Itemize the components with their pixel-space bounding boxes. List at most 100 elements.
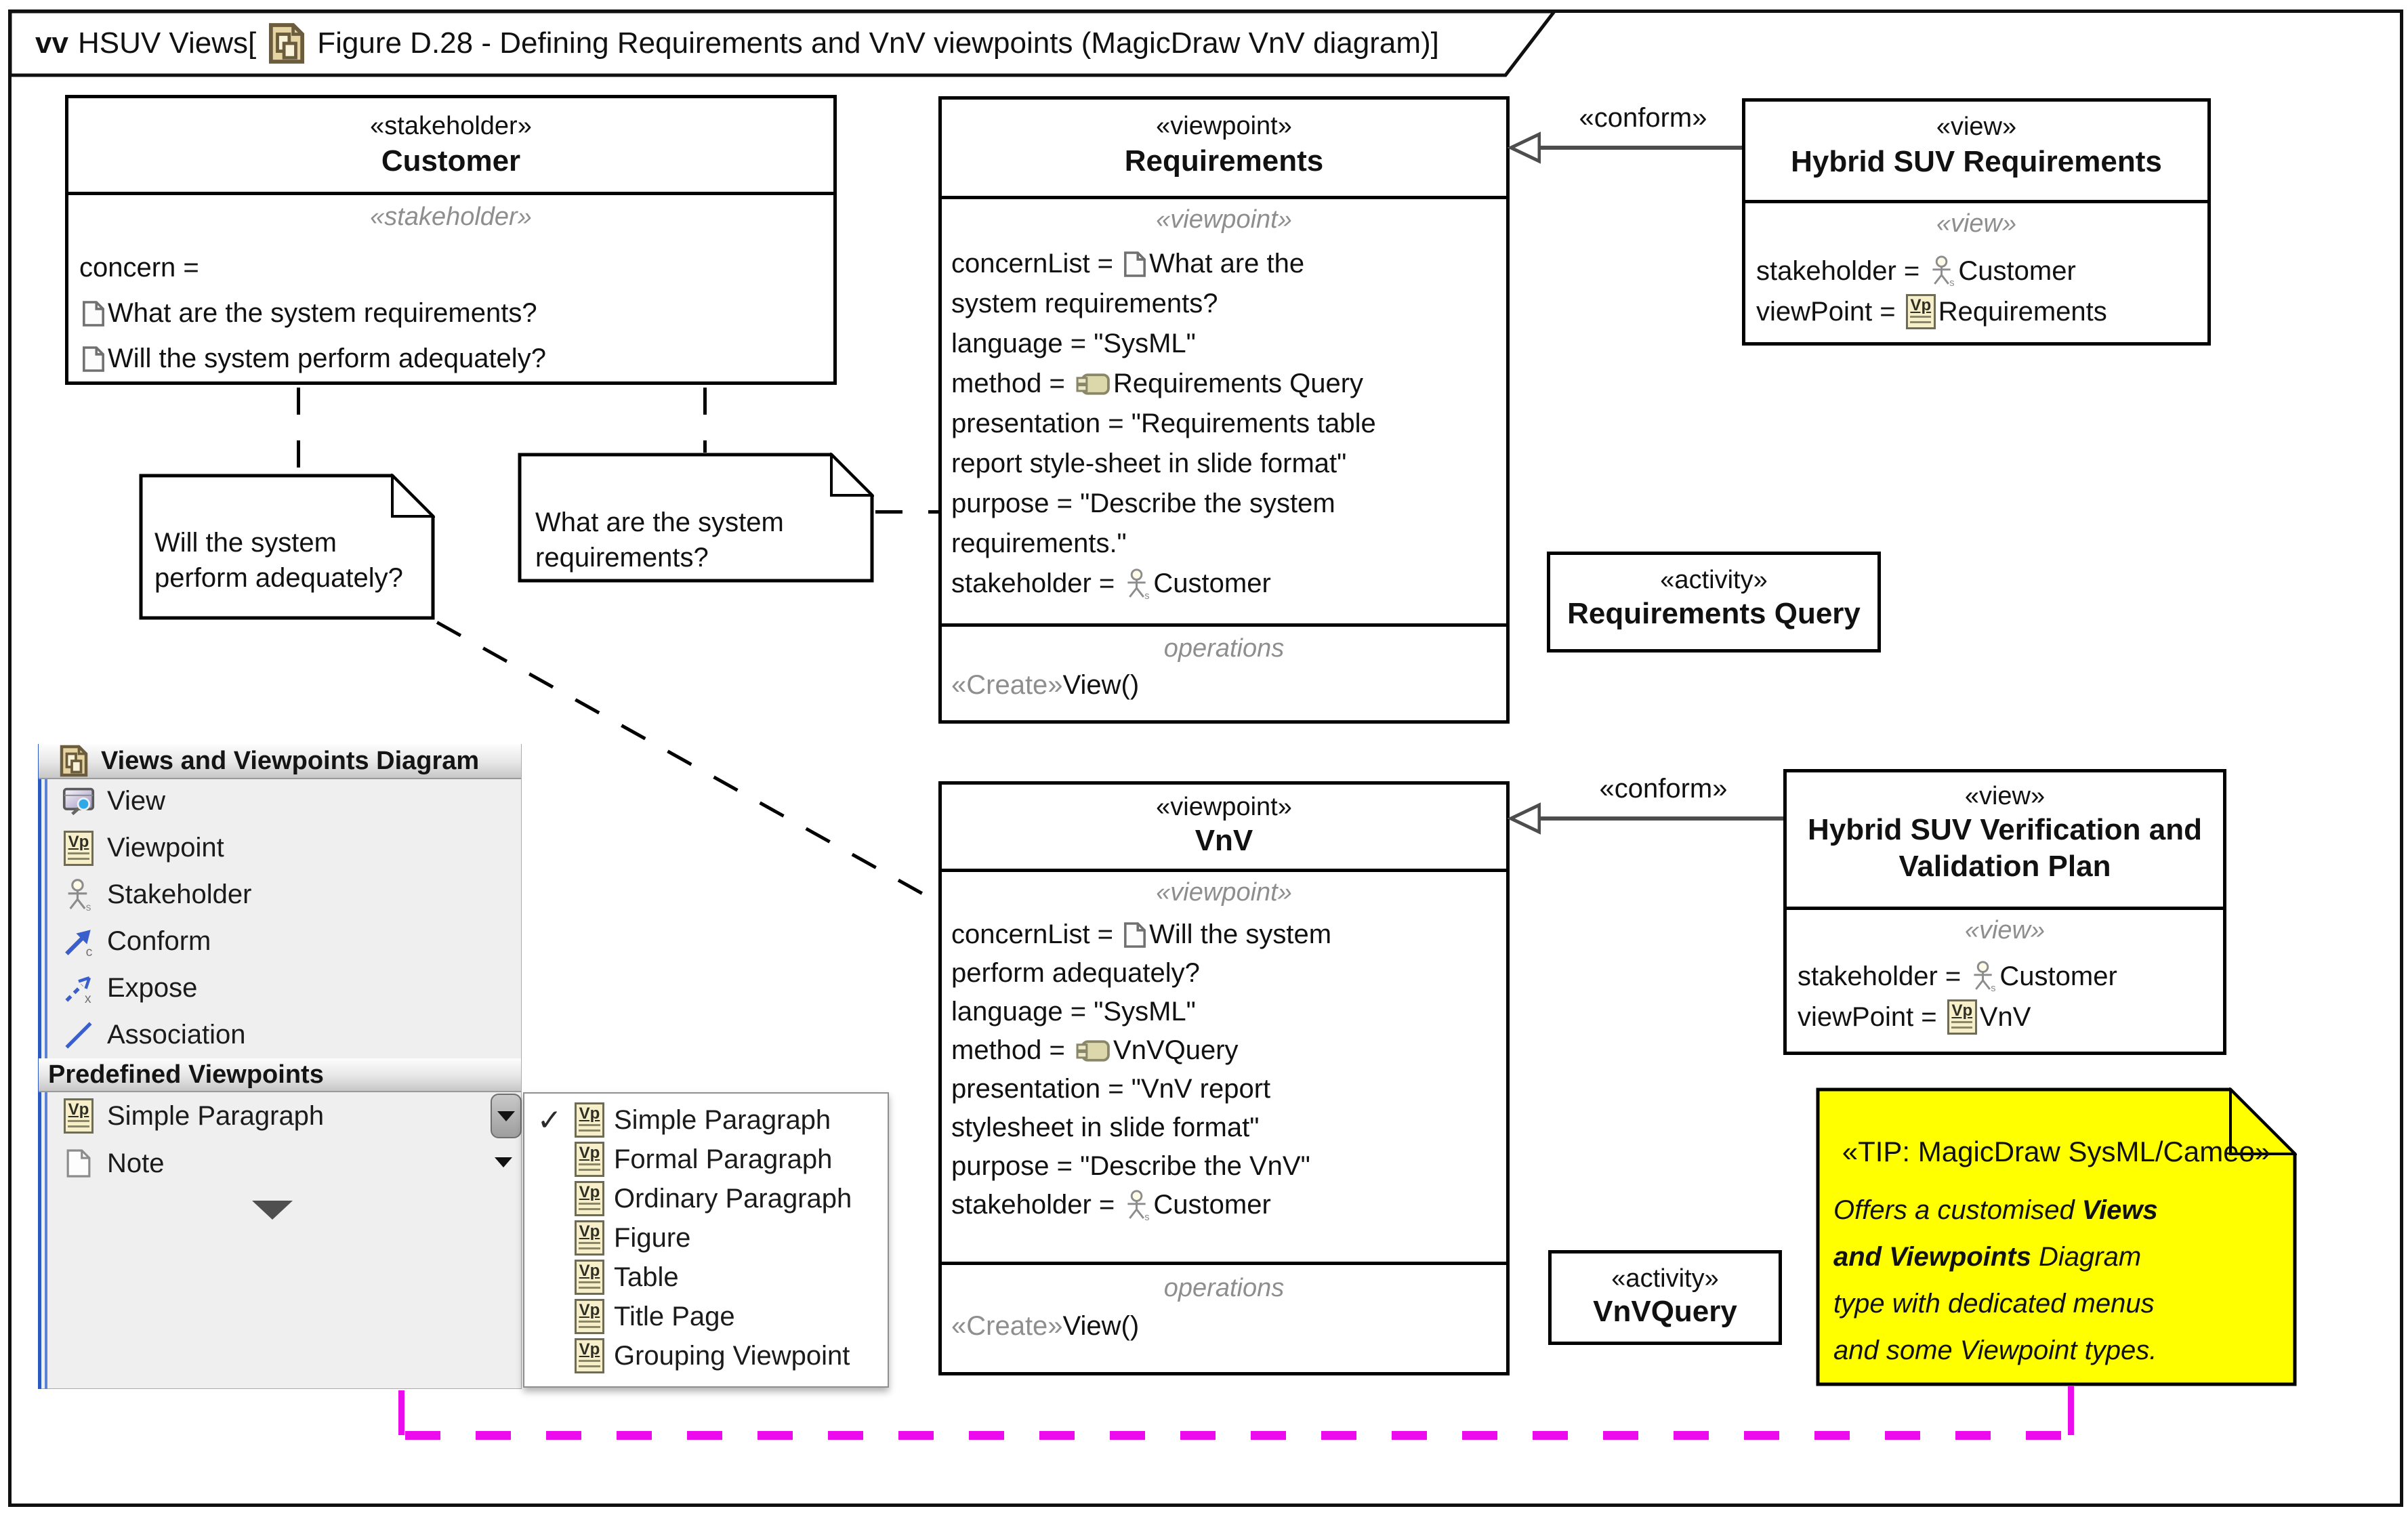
diagram-title: vv HSUV Views[ Figure D.28 - Defining Re… [35, 22, 1439, 64]
expose-icon: x [61, 973, 96, 1004]
palette-item-stakeholder[interactable]: s Stakeholder [42, 871, 516, 918]
palette-scroll-more-icon[interactable] [252, 1201, 293, 1220]
customer-body: «stakeholder» concern =What are the syst… [68, 195, 833, 381]
diagram-kind-label: vv [35, 26, 68, 60]
conform-label-1: «conform» [1579, 103, 1707, 133]
svg-text:s: s [86, 902, 91, 912]
vnv-name: VnV [1195, 824, 1253, 857]
diagram-icon [59, 745, 89, 777]
viewpoint-type-dropdown-menu: ✓ Vp Simple Paragraph Vp Formal Paragrap… [523, 1092, 889, 1388]
magenta-anchor-dashed[interactable] [405, 1431, 2079, 1440]
hybrid-suv-requirements-box[interactable]: «view» Hybrid SUV Requirements «view» st… [1742, 98, 2211, 346]
hybrid-req-name: Hybrid SUV Requirements [1791, 145, 2162, 178]
viewpoint-icon: Vp [575, 1220, 604, 1256]
vnv-header: «viewpoint» VnV [942, 785, 1506, 872]
anchor-customer-note2[interactable] [703, 388, 707, 453]
palette-header-label: Views and Viewpoints Diagram [101, 746, 480, 775]
svg-text:c: c [86, 945, 93, 957]
note-dropdown-arrow-icon[interactable] [495, 1157, 512, 1167]
conform-line-1[interactable] [1539, 146, 1742, 150]
palette-item-note[interactable]: Note [42, 1140, 516, 1187]
note1-text: Will the system perform adequately? [154, 528, 403, 593]
diagram-package-label: HSUV Views[ [77, 26, 257, 60]
anchor-note2-requirements[interactable] [875, 510, 938, 514]
note-icon [82, 300, 105, 327]
viewpoint-icon: Vp [61, 1098, 96, 1134]
vnv-viewpoint-box[interactable]: «viewpoint» VnV «viewpoint» concernList … [938, 781, 1510, 1375]
palette-item-conform[interactable]: c Conform [42, 918, 516, 965]
viewpoint-icon: Vp [575, 1260, 604, 1295]
dropdown-item-ordinary-paragraph[interactable]: Vp Ordinary Paragraph [524, 1179, 888, 1218]
palette-item-view[interactable]: View [42, 778, 516, 825]
viewpoint-icon: Vp [1905, 294, 1936, 329]
palette-item-viewpoint[interactable]: Vp Viewpoint [42, 825, 516, 871]
customer-stakeholder-box[interactable]: «stakeholder» Customer «stakeholder» con… [65, 95, 837, 385]
note-what-are-requirements[interactable] [518, 453, 874, 583]
palette-item-association[interactable]: Association [42, 1012, 516, 1058]
chevron-down-icon [497, 1111, 515, 1121]
dropdown-item-formal-paragraph[interactable]: Vp Formal Paragraph [524, 1140, 888, 1179]
simple-paragraph-dropdown-button[interactable] [491, 1094, 522, 1138]
activity-icon [1075, 371, 1110, 397]
note-icon [1123, 251, 1146, 278]
checkmark-icon: ✓ [537, 1103, 562, 1137]
hybrid-req-header: «view» Hybrid SUV Requirements [1745, 102, 2207, 203]
diagram-icon [268, 22, 305, 64]
conform-label-2: «conform» [1599, 774, 1728, 804]
requirements-operations: «Create»View() [951, 669, 1140, 700]
stakeholder-icon: s [1930, 255, 1955, 287]
dropdown-item-grouping-viewpoint[interactable]: Vp Grouping Viewpoint [524, 1336, 888, 1375]
note-icon [82, 346, 105, 373]
palette-header[interactable]: Views and Viewpoints Diagram [39, 744, 521, 779]
svg-text:s: s [1950, 278, 1955, 287]
dropdown-item-table[interactable]: Vp Table [524, 1258, 888, 1297]
viewpoint-icon: Vp [575, 1102, 604, 1138]
palette-item-expose[interactable]: x Expose [42, 965, 516, 1012]
svg-text:s: s [1145, 590, 1150, 600]
svg-text:x: x [85, 991, 91, 1004]
note-icon [1123, 921, 1146, 949]
tip-note[interactable] [1816, 1087, 2297, 1386]
vnv-operations: «Create»View() [951, 1310, 1140, 1341]
svg-text:s: s [1991, 983, 1996, 993]
customer-header: «stakeholder» Customer [68, 98, 833, 195]
dropdown-item-figure[interactable]: Vp Figure [524, 1218, 888, 1258]
dropdown-item-simple-paragraph[interactable]: ✓ Vp Simple Paragraph [524, 1100, 888, 1140]
dropdown-item-title-page[interactable]: Vp Title Page [524, 1297, 888, 1336]
diagram-title-tab [8, 9, 1558, 77]
viewpoint-icon: Vp [61, 830, 96, 866]
magenta-anchor-left[interactable] [398, 1390, 404, 1435]
note-icon [61, 1148, 96, 1179]
view-icon [61, 787, 96, 816]
stakeholder-icon: s [1125, 1189, 1150, 1222]
magenta-anchor-right[interactable] [2068, 1386, 2074, 1435]
viewpoint-icon: Vp [575, 1338, 604, 1373]
requirements-query-name: Requirements Query [1567, 597, 1861, 630]
hybrid-suv-vnv-plan-box[interactable]: «view» Hybrid SUV Verification and Valid… [1783, 769, 2226, 1055]
conform-line-2[interactable] [1539, 816, 1783, 821]
requirements-viewpoint-box[interactable]: «viewpoint» Requirements «viewpoint» con… [938, 96, 1510, 724]
vnvquery-activity-box[interactable]: «activity» VnVQuery [1548, 1250, 1782, 1345]
viewpoint-icon: Vp [575, 1142, 604, 1177]
vnvquery-name: VnVQuery [1593, 1295, 1737, 1328]
palette-item-simple-paragraph[interactable]: Vp Simple Paragraph [42, 1092, 516, 1140]
note-will-system-perform[interactable] [139, 474, 435, 620]
requirements-query-activity-box[interactable]: «activity» Requirements Query [1547, 552, 1881, 652]
vnv-attributes-compartment: «viewpoint» concernList = Will the syste… [942, 872, 1506, 1265]
conform-arrowhead-2 [1507, 802, 1541, 835]
activity-icon [1075, 1038, 1110, 1064]
anchor-customer-note1[interactable] [297, 388, 300, 474]
hybrid-vnv-header: «view» Hybrid SUV Verification and Valid… [1787, 772, 2223, 910]
requirements-operations-compartment: operations «Create»View() [942, 627, 1506, 720]
requirements-header: «viewpoint» Requirements [942, 100, 1506, 199]
customer-attributes: concern =What are the system requirement… [79, 253, 546, 373]
palette-section-predefined[interactable]: Predefined Viewpoints [39, 1058, 521, 1092]
